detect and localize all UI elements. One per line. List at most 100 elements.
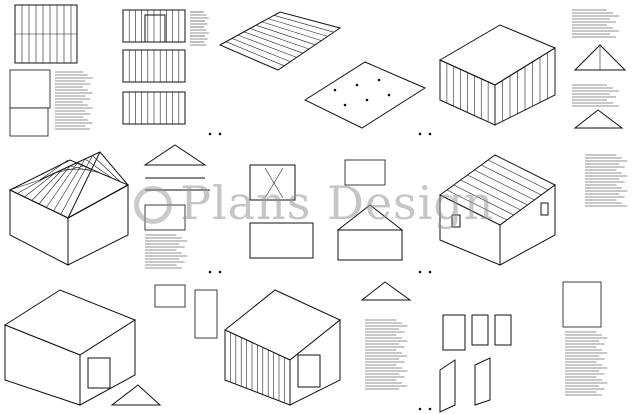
rafter [17,176,48,194]
joist [279,11,341,29]
wall-sheathing-elevation [249,222,314,259]
door-frame-elevation [249,164,296,201]
rafter [67,151,101,219]
wall-notes-text [190,11,209,46]
rafter [92,155,121,183]
joist [273,15,334,33]
double-door-2 [297,354,321,388]
truss-gable-detail [110,384,162,406]
page-number-mark [428,270,432,274]
page-number-mark [428,132,432,136]
nail-mark [333,88,337,92]
rafter [53,158,86,212]
rafter [494,154,556,186]
rafter [460,179,521,211]
roof-eave-detail [360,281,412,301]
nail-mark [355,83,359,87]
joist [243,31,303,54]
gable-table [344,159,386,186]
shingled-shed-isometric [194,289,341,406]
rafter [31,169,63,201]
joist [231,38,291,62]
rafter [60,155,93,215]
door-elevation [249,164,314,259]
rafter [481,164,542,196]
rafter [474,169,535,201]
truss-notes-text [572,9,619,107]
rafter [84,158,114,179]
nail-mark [343,103,347,107]
roof-top-plate [8,159,130,219]
wall-studs [128,10,180,124]
joist [237,34,297,58]
material-table-2 [9,107,49,137]
truss-elevation [143,144,207,166]
rafter [453,184,514,216]
sheathed-roof-shed-isometric [3,284,186,406]
floor-frame-plan [9,4,93,137]
roof-frame-isometric [8,151,130,266]
door-iso-2 [474,357,491,406]
roof-notes [365,319,408,390]
truss-layout [143,144,210,269]
joist [261,21,322,41]
rafter [487,159,549,191]
trim-table [194,289,218,339]
rafter [24,172,56,198]
page-numbers [208,132,432,411]
top-plate [438,24,557,86]
decking-nail-marks [333,78,391,107]
truss-details [572,9,627,129]
gable-end-elevation [336,159,404,261]
floor-joists-iso [219,11,341,71]
door-materials-table [562,281,602,328]
page-number-mark [218,132,222,136]
door-notes [565,331,608,396]
door-iso [439,359,456,413]
truss-table [144,204,186,231]
truss-notes [145,234,188,269]
rafter [467,174,528,206]
floor-joists [15,5,77,63]
gable-triangle [336,204,404,231]
rafter [38,165,71,205]
wall-studs-iso [439,48,556,125]
nail-mark [365,98,369,102]
window [451,214,461,228]
siding-table [154,284,186,308]
page-number-mark [208,132,212,136]
door-details [439,281,608,413]
floor-decking-iso [303,61,427,129]
joist [255,24,316,46]
wall-framing-elevations [122,9,209,125]
rafter [54,165,84,174]
page-number-mark [418,407,422,411]
sheathed-shed-isometric [439,154,628,266]
rafter [47,162,76,177]
roof-detail-page [360,281,412,390]
joist [219,44,279,71]
window-2 [540,202,549,216]
floor-joist-isometric [218,11,427,129]
instructions-text [55,71,93,130]
joist [249,28,310,50]
rafter [9,179,41,191]
rafter [439,194,501,226]
joist [267,18,328,37]
door-brace-2 [264,167,284,199]
sheathing-notes [585,154,628,207]
nail-mark [387,93,391,97]
page-number-mark [418,270,422,274]
joist [225,41,285,67]
door-panel-3 [494,314,512,346]
page-number-mark [218,270,222,274]
page-number-mark [428,407,432,411]
page-number-mark [418,132,422,136]
rafters [9,151,129,219]
page-number-mark [208,270,212,274]
wall-frame-isometric [438,24,557,126]
rafter [77,162,106,176]
gable-wall [337,229,403,261]
